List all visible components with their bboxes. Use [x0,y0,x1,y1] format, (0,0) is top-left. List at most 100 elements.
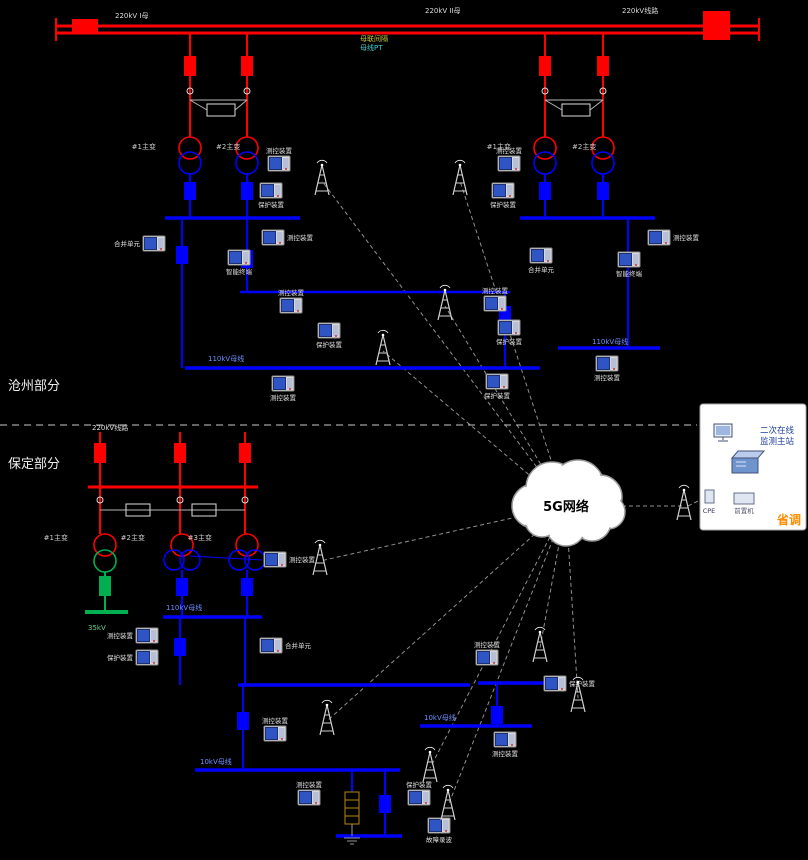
5g-antenna-icon [375,329,391,366]
bus-label: 35kV [88,624,106,632]
lv-wires [85,572,128,614]
device-icon: 测控装置 [278,288,305,314]
front-end-label: 前置机 [734,506,754,515]
device-icon: 测控装置 [266,146,293,172]
hv-wires [55,11,760,534]
device-icon: 测控装置 [474,640,501,666]
device-icon: 保护装置 [543,675,596,692]
transformer-icons [93,136,615,573]
bus-label: 220kV线路 [92,423,128,432]
bus-label: 110kV母线 [166,603,202,612]
5g-link-line [321,180,567,507]
device-icon: 合并单元 [528,247,555,274]
device-label: 保护装置 [406,780,433,789]
device-icon: 测控装置 [594,355,621,382]
device-icon: 合并单元 [259,637,312,654]
bay-note: 母线PT [360,43,383,52]
device-label: 保护装置 [496,337,523,346]
device-label: 合并单元 [528,265,555,274]
transformer-label: #3主变 [188,533,212,542]
device-label: 保护装置 [569,679,596,688]
panel-title-line1: 二次在线 [760,425,795,436]
device-label: 保护装置 [490,200,517,209]
bus-label: 220kV线路 [622,6,658,15]
cpe-label: CPE [703,507,716,515]
5g-antenna-icon [422,746,438,783]
device-icon: 故障录波 [426,817,453,844]
device-icon: 测控装置 [261,229,314,246]
device-icon: 测控装置 [107,627,159,644]
bus-label: 110kV母线 [208,354,244,363]
device-icon: 智能终端 [616,251,643,278]
device-icon: 保护装置 [490,182,517,209]
device-icon: 保护装置 [316,322,343,349]
5g-cloud: 5G网络 [511,459,626,547]
5g-antenna-icon [319,699,335,736]
device-icon: 测控装置 [496,146,523,172]
device-label: 测控装置 [492,749,519,758]
device-label: 测控装置 [107,631,134,640]
device-icon: 保护装置 [406,780,433,806]
device-label: 合并单元 [285,641,312,650]
transformer-label: #2主变 [121,533,145,542]
5g-antenna-icon [452,159,468,196]
device-icon: 保护装置 [484,373,511,400]
coupler-wires [96,87,607,517]
device-label: 保护装置 [316,340,343,349]
server-icon [730,450,766,474]
bay-note: 母联间隔 [360,34,388,43]
device-icon: 保护装置 [107,649,159,666]
5g-antenna-icon [314,159,330,196]
device-icon: 测控装置 [270,375,297,402]
front-end-icon [733,492,755,505]
device-label: 测控装置 [262,716,289,725]
5g-link-line [447,505,567,807]
device-icon: 测控装置 [647,229,700,246]
5g-link-line [326,505,567,722]
transformer-label: #2主变 [216,142,240,151]
5g-antenna-icon [312,539,328,576]
device-label: 测控装置 [496,146,523,155]
bus-label: 110kV母线 [592,337,628,346]
bus-label: 10kV母线 [200,757,232,766]
device-label: 智能终端 [616,269,643,278]
transformer-label: #1主变 [132,142,156,151]
device-label: 合并单元 [114,239,141,248]
device-icon: 保护装置 [496,319,523,346]
device-label: 测控装置 [482,286,509,295]
dispatch-panel: 二次在线 监测主站 CPE 前置机 省调 [687,403,807,531]
device-label: 测控装置 [287,233,314,242]
device-label: 测控装置 [289,555,316,564]
cloud-label: 5G网络 [543,499,589,515]
5g-antenna-icon [532,626,548,663]
device-label: 测控装置 [270,393,297,402]
diagram-labels: 沧州部分 保定部分 220kV I母 220kV II母 220kV线路 母联间… [8,6,658,766]
device-label: 保护装置 [107,653,134,662]
device-icon: 合并单元 [114,235,166,252]
device-icon: 测控装置 [262,716,289,742]
device-label: 测控装置 [474,640,501,649]
device-label: 测控装置 [673,233,700,242]
device-layer: 测控装置保护装置测控装置保护装置合并单元智能终端测控装置合并单元测控装置智能终端… [107,146,700,844]
device-label: 测控装置 [594,373,621,382]
bus-label: 10kV母线 [424,713,456,722]
transformer-label: #1主变 [44,533,68,542]
device-label: 智能终端 [226,267,253,276]
bus-label: 220kV I母 [115,12,149,20]
device-icon: 测控装置 [492,731,519,758]
device-label: 测控装置 [278,288,305,297]
device-label: 保护装置 [484,391,511,400]
5g-antenna-icon [676,484,692,521]
transformer-label: #1主变 [487,142,511,151]
device-label: 故障录波 [426,835,453,844]
5g-link-line [382,350,567,507]
5g-antenna-icon [440,784,456,821]
device-icon: 测控装置 [263,551,316,568]
transformer-label: #2主变 [572,142,596,151]
5g-link-line [459,180,567,507]
device-icon: 保护装置 [258,182,285,209]
device-icon: 测控装置 [482,286,509,312]
device-icon: 测控装置 [296,780,323,806]
bus-label: 220kV II母 [425,7,461,15]
